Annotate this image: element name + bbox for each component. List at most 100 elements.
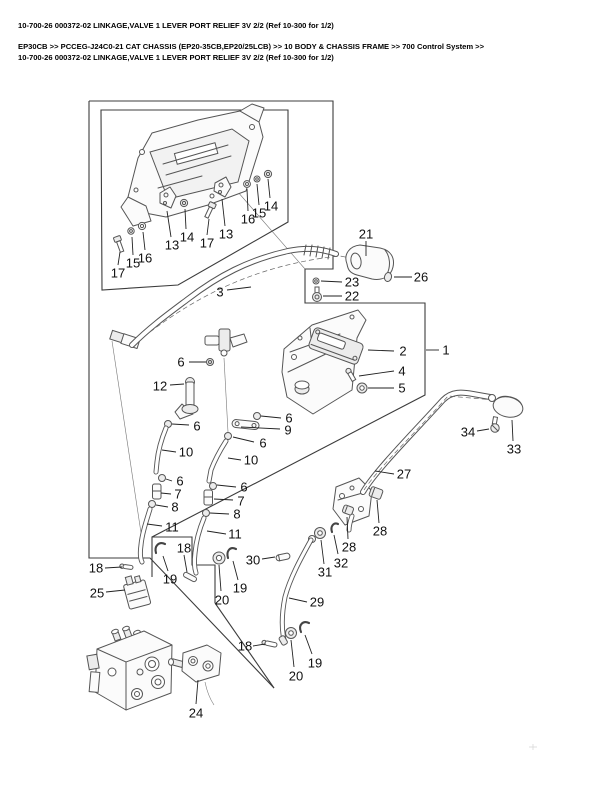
- leader-line-part-18: [104, 566, 123, 569]
- leader-line-part-31: [320, 539, 325, 565]
- fastener-washer-16a: [137, 221, 147, 231]
- outer-border: [89, 100, 426, 577]
- part-callout-8: 8: [171, 500, 178, 515]
- washer-20b: [285, 627, 297, 639]
- part-callout-26: 26: [414, 270, 428, 285]
- part-callout-23: 23: [345, 275, 359, 290]
- cap-26: [383, 272, 393, 282]
- leader-line-part-9: [240, 426, 281, 430]
- leader-line-part-11: [146, 523, 163, 527]
- leader-line-part-23: [320, 280, 343, 283]
- solenoid-25: [123, 575, 152, 610]
- faint-artifact: [529, 744, 537, 750]
- breadcrumb-line-1: EP30CB >> PCCEG-J24C0-21 CAT CHASSIS (EP…: [18, 42, 485, 51]
- part-callout-1: 1: [442, 343, 449, 358]
- part-callout-18: 18: [238, 639, 252, 654]
- leader-line-part-3: [226, 286, 252, 291]
- cotter-clip-19a: [154, 542, 167, 555]
- leader-line-part-7: [213, 498, 234, 501]
- bolt-22: [312, 286, 322, 302]
- part-callout-10: 10: [179, 445, 193, 460]
- part-callout-3: 3: [216, 285, 223, 300]
- leader-line-part-4: [358, 370, 395, 377]
- fastener-washer-15b: [253, 175, 261, 183]
- fastener-nut-6a: [206, 358, 214, 366]
- fastener-nut-14a: [179, 198, 189, 208]
- leader-line-part-28: [346, 516, 349, 540]
- washer-23: [312, 277, 320, 285]
- leader-line-part-10: [227, 457, 242, 461]
- part-callout-16: 16: [138, 251, 152, 266]
- leader-line-part-32: [333, 534, 339, 555]
- part-callout-2: 2: [399, 344, 406, 359]
- part-callout-14: 14: [180, 230, 194, 245]
- lever-bracket-13b: [213, 176, 232, 198]
- leader-line-part-19: [304, 634, 313, 655]
- right-link-chain: [191, 412, 261, 576]
- part-callout-30: 30: [246, 553, 260, 568]
- leader-line-part-11: [206, 530, 227, 535]
- link-rod-29: [278, 535, 316, 646]
- part-callout-8: 8: [233, 507, 240, 522]
- leader-line-part-20: [290, 639, 295, 668]
- bell-crank-12: [174, 377, 199, 420]
- part-callout-15: 15: [252, 206, 266, 221]
- bushing-28a: [368, 486, 384, 500]
- leader-line-part-20: [218, 564, 222, 592]
- part-callout-29: 29: [310, 595, 324, 610]
- lever-knob-21: [345, 244, 394, 280]
- lever-bracket-13a: [159, 186, 177, 209]
- leader-line-part-27: [374, 470, 395, 475]
- part-callout-28: 28: [342, 540, 356, 555]
- fastener-washer-16b: [243, 180, 251, 188]
- part-callout-14: 14: [264, 199, 278, 214]
- pin-30: [275, 552, 291, 562]
- leader-line-part-17: [117, 251, 121, 266]
- fastener-bolt-17a: [113, 235, 125, 253]
- rod-joint-cluster: [204, 328, 248, 433]
- part-callout-13: 13: [165, 238, 179, 253]
- part-callout-18: 18: [89, 561, 103, 576]
- part-callout-19: 19: [233, 581, 247, 596]
- leader-line-part-6: [165, 478, 173, 482]
- fastener-bolt-17b: [204, 201, 217, 219]
- part-callout-11: 11: [228, 527, 242, 542]
- cotter-clip-19b: [226, 547, 238, 560]
- leader-line-part-18: [252, 643, 266, 647]
- leader-line-part-28: [376, 499, 380, 524]
- part-callout-4: 4: [398, 364, 405, 379]
- leader-line-part-34: [476, 428, 490, 432]
- part-callout-6: 6: [177, 355, 184, 370]
- part-callout-12: 12: [153, 379, 167, 394]
- pointer-wedge-line: [214, 602, 275, 689]
- part-callout-33: 33: [507, 442, 521, 457]
- fastener-washer-15a: [127, 227, 135, 235]
- leader-line-part-24: [195, 679, 199, 705]
- leader-line-part-6: [171, 423, 190, 426]
- snap-clip-32: [330, 522, 340, 534]
- leader-line-part-17: [206, 218, 210, 236]
- lever-rod-3-drawing: [109, 244, 373, 350]
- part-callout-7: 7: [237, 494, 244, 509]
- part-callout-31: 31: [318, 565, 332, 580]
- leader-line-part-15: [256, 183, 260, 206]
- left-link-chain: [137, 420, 172, 565]
- leader-line-part-18: [183, 554, 188, 573]
- leader-line-part-14: [184, 208, 187, 230]
- leader-line-part-2: [367, 349, 395, 352]
- part-callout-22: 22: [345, 289, 359, 304]
- leader-line-part-7: [160, 492, 172, 495]
- part-callout-7: 7: [174, 487, 181, 502]
- part-callout-18: 18: [177, 541, 191, 556]
- part-callout-32: 32: [334, 556, 348, 571]
- part-callout-6: 6: [176, 474, 183, 489]
- part-callout-10: 10: [244, 453, 258, 468]
- left-border: [88, 101, 275, 689]
- part-callout-24: 24: [189, 706, 203, 721]
- part-callout-13: 13: [219, 227, 233, 242]
- washer-20a: [212, 551, 226, 565]
- leader-line-part-29: [288, 597, 308, 603]
- leader-line-part-6: [260, 415, 282, 419]
- part-callout-16: 16: [241, 212, 255, 227]
- part-callout-25: 25: [90, 586, 104, 601]
